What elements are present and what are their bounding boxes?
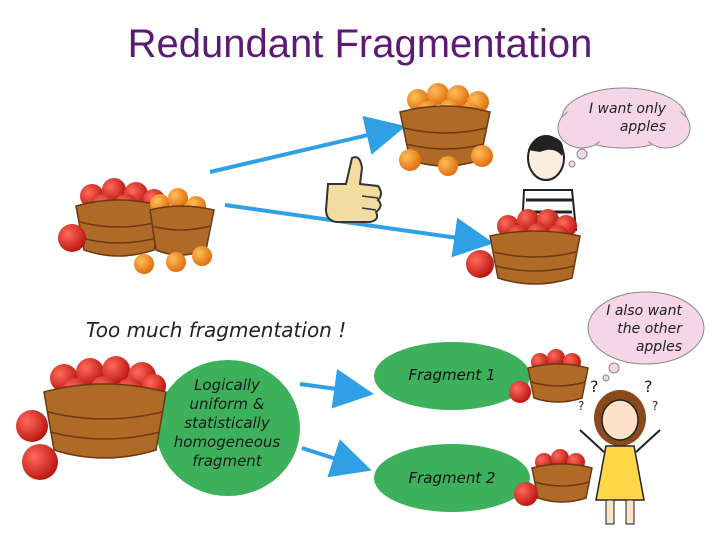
svg-text:?: ? — [644, 377, 653, 396]
page-title: Redundant Fragmentation — [127, 22, 593, 66]
arrow-to-apples — [224, 203, 494, 258]
thumbs-up-icon — [324, 156, 382, 223]
svg-text:?: ? — [590, 377, 599, 396]
thought-bubble-top-text: I want only apples — [588, 101, 666, 135]
arrow-to-oranges — [209, 115, 406, 174]
girl-icon: ? ? ? ? — [578, 377, 661, 525]
thought-bubble-right-text: I also want the other apples — [606, 303, 682, 355]
arrow-fragment-1 — [299, 368, 374, 409]
apple-basket-icon — [466, 209, 581, 285]
apple-basket-large-icon — [16, 356, 167, 480]
thought-bubble-right — [587, 291, 705, 382]
fragment-2-ellipse — [374, 444, 530, 512]
fragment-2-label: Fragment 2 — [408, 469, 496, 487]
svg-text:?: ? — [578, 399, 584, 413]
arrow-fragment-2 — [301, 439, 372, 478]
fragment-ellipse-text: Logically uniform & statistically homoge… — [173, 376, 281, 470]
fragment-1-basket-icon — [509, 349, 589, 403]
mixed-basket-icon — [58, 178, 215, 274]
fragment-2-basket-icon — [514, 449, 593, 506]
subtitle: Too much fragmentation ! — [86, 318, 347, 342]
arrows — [209, 115, 494, 478]
thought-bubble-top — [557, 87, 691, 168]
fragment-1-ellipse — [374, 342, 530, 410]
fragment-1-label: Fragment 1 — [408, 366, 496, 384]
svg-text:?: ? — [652, 399, 658, 413]
fragment-ellipse — [156, 360, 300, 496]
orange-basket-icon — [399, 83, 493, 176]
